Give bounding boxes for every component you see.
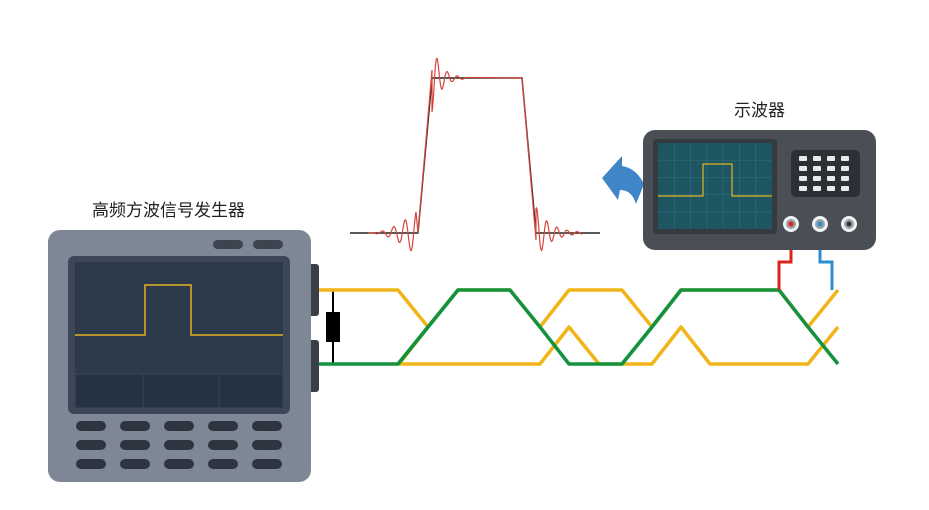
oscilloscope-key[interactable] [813,176,821,181]
generator-key[interactable] [164,421,194,431]
ideal-pulse [350,77,600,234]
generator-key[interactable] [252,421,282,431]
wire-yellow-a [319,288,840,366]
generator-key[interactable] [120,459,150,469]
oscilloscope-key[interactable] [827,156,835,161]
generator-key[interactable] [164,459,194,469]
signal-generator [48,230,319,482]
generator-softkey[interactable] [218,373,284,409]
bnc-connector-icon[interactable] [812,216,828,232]
oscilloscope-key[interactable] [799,166,807,171]
generator-label: 高频方波信号发生器 [92,201,245,221]
oscilloscope-key[interactable] [813,166,821,171]
generator-key[interactable] [208,440,238,450]
oscilloscope-key[interactable] [827,166,835,171]
generator-top-button[interactable] [213,240,243,249]
oscilloscope-key[interactable] [827,186,835,191]
oscilloscope-key[interactable] [813,156,821,161]
generator-key[interactable] [252,440,282,450]
termination-resistor [326,290,340,364]
oscilloscope-key[interactable] [799,176,807,181]
oscilloscope-key[interactable] [827,176,835,181]
ringing-trace [368,57,583,252]
bnc-connector-icon[interactable] [783,216,799,232]
resistor-icon [326,312,340,342]
generator-key[interactable] [208,421,238,431]
oscilloscope-key[interactable] [841,186,849,191]
oscilloscope-key[interactable] [841,176,849,181]
oscilloscope [643,130,876,250]
generator-key[interactable] [120,421,150,431]
oscilloscope-screen [658,143,772,229]
wire-yellow-b [426,288,840,329]
generator-softkey[interactable] [74,373,144,409]
bnc-connector-icon[interactable] [841,216,857,232]
left-arrow-icon [602,156,644,204]
oscilloscope-key[interactable] [799,156,807,161]
generator-top-button[interactable] [253,240,283,249]
oscilloscope-grid [658,143,772,229]
generator-key[interactable] [120,440,150,450]
generator-key[interactable] [208,459,238,469]
oscilloscope-key[interactable] [841,156,849,161]
oscilloscope-key[interactable] [813,186,821,191]
generator-softkey[interactable] [142,373,220,409]
oscilloscope-key[interactable] [841,166,849,171]
generator-key[interactable] [76,440,106,450]
generator-key[interactable] [164,440,194,450]
oscilloscope-label: 示波器 [734,101,785,121]
generator-key[interactable] [76,459,106,469]
oscilloscope-key[interactable] [799,186,807,191]
generator-key[interactable] [76,421,106,431]
ringing-waveform [350,57,600,252]
oscilloscope-trace [658,163,772,197]
generator-key[interactable] [252,459,282,469]
twisted-pair-cable [319,288,840,366]
generator-screen [75,262,283,374]
wire-green [319,288,840,366]
oscilloscope-keypad [791,150,860,197]
generator-pulse-trace [75,284,283,336]
